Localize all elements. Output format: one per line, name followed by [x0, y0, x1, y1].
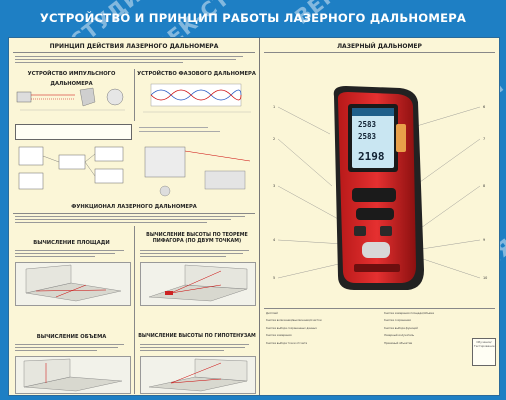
svg-text:10: 10 — [483, 276, 487, 280]
laser-rangefinder-image — [333, 86, 424, 290]
divider — [13, 213, 255, 214]
volume-text — [15, 343, 129, 353]
principle-header: ПРИНЦИП ДЕЙСТВИЯ ЛАЗЕРНОГО ДАЛЬНОМЕРА — [49, 43, 219, 50]
legend-item-5: Кнопка выбора точки отсчета — [266, 341, 308, 345]
legend-item-9: Лазерный излучатель — [384, 334, 415, 338]
divider — [134, 69, 135, 121]
area-illustration — [15, 262, 131, 306]
laser-emitter — [396, 124, 406, 152]
svg-text:1: 1 — [273, 105, 275, 109]
device-header: ЛАЗЕРНЫЙ ДАЛЬНОМЕР — [337, 43, 422, 50]
display-line-3: 2198 — [358, 150, 385, 163]
legend-left: Дисплей Кнопка включения/выключения/очис… — [266, 312, 378, 345]
volume-header: ВЫЧИСЛЕНИЕ ОБЪЕМА — [36, 334, 107, 340]
legend-box: Обучение/Тестирование — [472, 338, 496, 366]
svg-text:9: 9 — [483, 238, 485, 242]
parameters-table — [15, 124, 132, 140]
area-header: ВЫЧИСЛЕНИЕ ПЛОЩАДИ — [33, 240, 110, 246]
functional-header: ФУНКЦИОНАЛ ЛАЗЕРНОГО ДАЛЬНОМЕРА — [71, 204, 197, 210]
legend-item-2: Кнопка включения/выключения/очистки — [266, 319, 322, 323]
legend-item-6: Кнопка измерения площади/объема — [384, 312, 434, 315]
intro-text-block — [15, 55, 255, 67]
svg-text:3: 3 — [273, 184, 275, 188]
functional-text-block — [15, 215, 255, 225]
area-text — [15, 249, 129, 259]
legend-box-label: Обучение/Тестирование — [474, 340, 495, 348]
svg-text:6: 6 — [483, 105, 485, 109]
svg-text:8: 8 — [483, 184, 485, 188]
divider — [13, 52, 255, 53]
svg-text:4: 4 — [273, 238, 275, 242]
legend-item-10: Приемный объектив — [384, 341, 412, 345]
divider — [264, 52, 495, 53]
hypotenuse-text — [140, 343, 254, 353]
svg-text:7: 7 — [483, 137, 485, 141]
content-panel: ПРИНЦИП ДЕЙСТВИЯ ЛАЗЕРНОГО ДАЛЬНОМЕРА УС… — [8, 37, 500, 396]
pythagoras-illustration — [140, 262, 256, 306]
legend-item-1: Дисплей — [266, 312, 278, 315]
phase-diagram — [143, 83, 251, 113]
pythagoras-header: ВЫЧИСЛЕНИЕ ВЫСОТЫ ПО ТЕОРЕМЕ ПИФАГОРА (П… — [146, 233, 248, 244]
display-line-2: 2583 — [358, 132, 377, 141]
left-column: ПРИНЦИП ДЕЙСТВИЯ ЛАЗЕРНОГО ДАЛЬНОМЕРА УС… — [9, 38, 260, 395]
hypotenuse-illustration — [140, 356, 256, 394]
divider — [134, 226, 135, 394]
pythagoras-text — [140, 249, 254, 259]
legend-item-4: Кнопка измерения — [266, 334, 292, 338]
volume-illustration — [15, 356, 131, 394]
pulse-header: УСТРОЙСТВО ИМПУЛЬСНОГО ДАЛЬНОМЕРА — [27, 71, 116, 87]
legend-item-8: Кнопка выбора функций — [384, 326, 418, 330]
divider — [264, 308, 495, 309]
pulse-diagram — [16, 87, 125, 111]
right-column: ЛАЗЕРНЫЙ ДАЛЬНОМЕР 1 2 3 4 5 — [260, 38, 499, 395]
block-diagram — [18, 146, 251, 197]
phase-header: УСТРОЙСТВО ФАЗОВОГО ДАЛЬНОМЕРА — [137, 71, 256, 77]
legend-item-7: Кнопка сохранения — [384, 319, 411, 323]
legend-item-3: Кнопка выбора сохраненных данных — [266, 326, 317, 330]
svg-text:2: 2 — [273, 137, 275, 141]
svg-text:5: 5 — [273, 276, 275, 280]
legend-right: Кнопка измерения площади/объема Кнопка с… — [384, 312, 472, 345]
display-line-1: 2583 — [358, 120, 377, 129]
phase-legend — [139, 124, 254, 138]
hypotenuse-header: ВЫЧИСЛЕНИЕ ВЫСОТЫ ПО ГИПОТЕНУЗАМ — [138, 334, 256, 339]
poster-title: УСТРОЙСТВО И ПРИНЦИП РАБОТЫ ЛАЗЕРНОГО ДА… — [39, 11, 467, 25]
